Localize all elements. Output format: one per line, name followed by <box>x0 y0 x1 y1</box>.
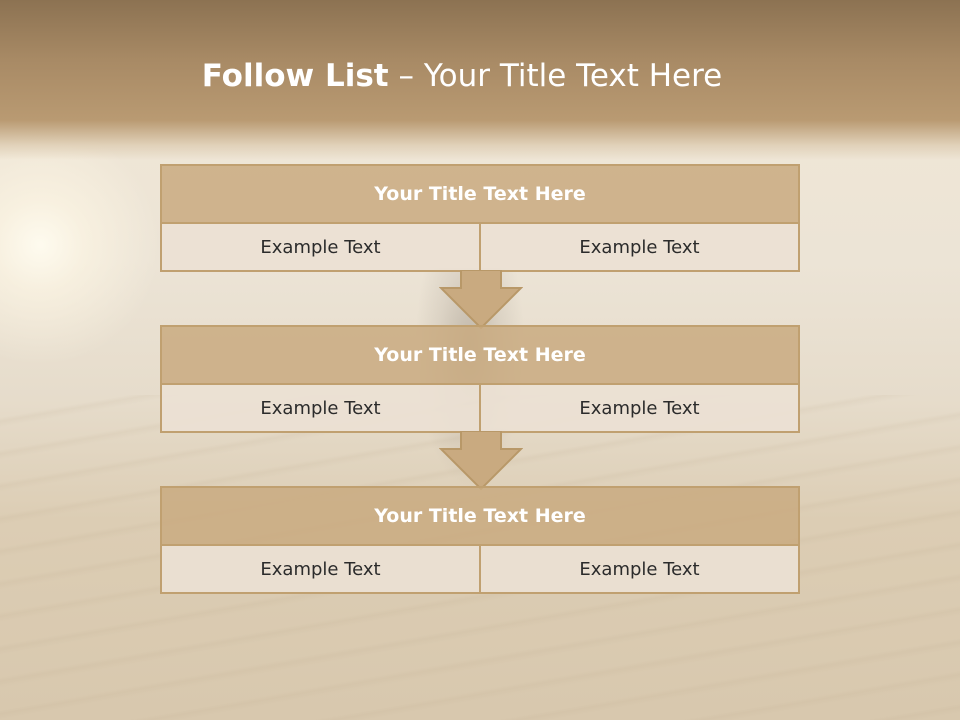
slide-title: Follow List – Your Title Text Here <box>0 56 942 100</box>
step-cell-right: Example Text <box>479 546 798 592</box>
step-cell-left: Example Text <box>260 397 381 419</box>
step-cell-left: Example Text <box>260 558 381 580</box>
step-title: Your Title Text Here <box>162 327 798 385</box>
step-row: Example Text Example Text <box>162 385 798 431</box>
step-cell-left: Example Text <box>260 236 381 258</box>
step-row: Example Text Example Text <box>162 546 798 592</box>
header-band <box>0 0 960 160</box>
step-cell-right: Example Text <box>479 224 798 270</box>
step-block-2: Your Title Text Here Example Text Exampl… <box>160 325 800 433</box>
step-block-1: Your Title Text Here Example Text Exampl… <box>160 164 800 272</box>
step-title: Your Title Text Here <box>162 166 798 224</box>
down-arrow-icon <box>439 431 523 491</box>
slide-title-bold: Follow List <box>201 58 389 94</box>
step-block-3: Your Title Text Here Example Text Exampl… <box>160 486 800 594</box>
step-row: Example Text Example Text <box>162 224 798 270</box>
down-arrow-icon <box>439 270 523 330</box>
step-title: Your Title Text Here <box>162 488 798 546</box>
step-cell-right: Example Text <box>479 385 798 431</box>
slide-title-rest: – Your Title Text Here <box>388 58 723 94</box>
